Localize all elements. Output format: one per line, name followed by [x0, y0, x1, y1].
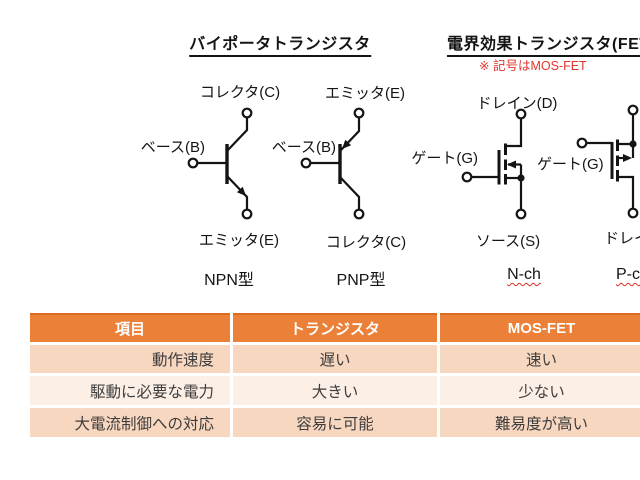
- nch-mosfet-symbol: [461, 108, 527, 220]
- pnp-transistor-symbol: [300, 107, 365, 220]
- table-header-item: 項目: [30, 313, 230, 342]
- table-cell: 速い: [440, 345, 640, 373]
- npn-emitter-arrow-icon: [236, 186, 246, 196]
- npn-transistor-symbol: [187, 107, 253, 220]
- pnp-emitter-label: エミッタ(E): [325, 85, 405, 102]
- table-cell: 駆動に必要な電力: [30, 376, 230, 405]
- pch-type-label: P-ch: [616, 266, 640, 283]
- fet-title: 電界効果トランジスタ(FET): [447, 30, 640, 57]
- table-cell: 遅い: [233, 345, 437, 373]
- nch-body-arrow-icon: [507, 160, 516, 169]
- table-cell: 動作速度: [30, 345, 230, 373]
- table-cell: 大きい: [233, 376, 437, 405]
- npn-collector-label: コレクタ(C): [199, 84, 281, 101]
- table-cell: 難易度が高い: [440, 408, 640, 437]
- mosfet-note: ※ 記号はMOS-FET: [479, 59, 587, 73]
- pch-drain-label: ドレイン(D): [604, 230, 640, 247]
- npn-emitter-label: エミッタ(E): [199, 232, 279, 249]
- bipolar-title: バイポータトランジスタ: [189, 30, 371, 57]
- pnp-base-label: ベース(B): [271, 139, 336, 156]
- comparison-table: 項目 トランジスタ MOS-FET 動作速度 遅い 速い 駆動に必要な電力 大き…: [30, 313, 640, 437]
- pch-gate-label: ゲート(G): [537, 156, 604, 173]
- table-cell: 大電流制御への対応: [30, 408, 230, 437]
- table-cell: 少ない: [440, 376, 640, 405]
- circuit-diagrams: [187, 104, 639, 220]
- pnp-type-label: PNP型: [336, 272, 386, 289]
- pch-mosfet-symbol: [576, 104, 639, 219]
- pch-body-arrow-icon: [623, 154, 632, 162]
- nch-type-label: N-ch: [507, 266, 541, 283]
- nch-source-label: ソース(S): [475, 233, 541, 250]
- table-cell: 容易に可能: [233, 408, 437, 437]
- table-header-mosfet: MOS-FET: [440, 313, 640, 342]
- table-header-transistor: トランジスタ: [233, 313, 437, 342]
- pnp-emitter-arrow-icon: [342, 139, 352, 149]
- nch-drain-label: ドレイン(D): [476, 95, 558, 112]
- nch-gate-label: ゲート(G): [411, 150, 478, 167]
- pnp-collector-label: コレクタ(C): [325, 234, 407, 251]
- npn-type-label: NPN型: [204, 272, 254, 289]
- npn-base-label: ベース(B): [140, 139, 205, 156]
